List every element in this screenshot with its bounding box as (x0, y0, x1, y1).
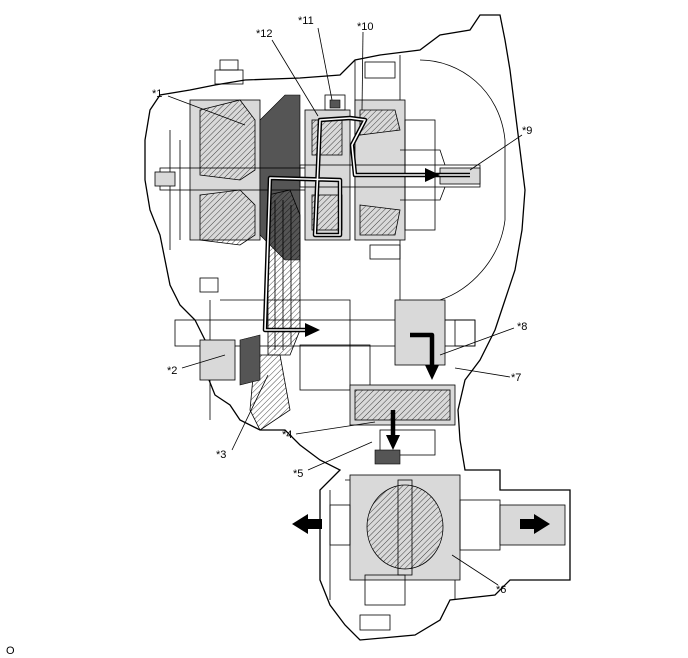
power-flow-path (262, 115, 470, 333)
callout-11: *11 (298, 15, 314, 27)
callout-7: *7 (511, 372, 521, 384)
callout-12: *12 (256, 28, 273, 40)
callout-6: *6 (496, 584, 506, 596)
input-arrow (425, 168, 440, 182)
callout-labels: *1 *2 *3 *4 *5 *6 *7 *8 *9 *10 *11 *12 (152, 15, 532, 596)
callout-5: *5 (293, 468, 303, 480)
differential-assembly (329, 474, 566, 631)
callout-2: *2 (167, 365, 177, 377)
left-output-arrow (292, 514, 322, 534)
secondary-pulley-assembly (174, 277, 476, 431)
right-output-arrow (520, 514, 550, 534)
counter-gear-assembly (349, 384, 456, 465)
callout-1: *1 (152, 88, 162, 100)
callout-9: *9 (522, 125, 532, 137)
output-shaft-arrow (305, 323, 320, 337)
flow-arrows (292, 168, 550, 534)
counter-arrow-down (425, 365, 439, 380)
leader-lines (167, 27, 523, 586)
footer-code: O (6, 645, 15, 657)
callout-4: *4 (282, 429, 292, 441)
planetary-clutch-assembly (304, 61, 436, 260)
callout-3: *3 (216, 449, 226, 461)
callout-10: *10 (357, 21, 374, 33)
callout-8: *8 (517, 321, 527, 333)
diff-arrow-down (386, 435, 400, 450)
